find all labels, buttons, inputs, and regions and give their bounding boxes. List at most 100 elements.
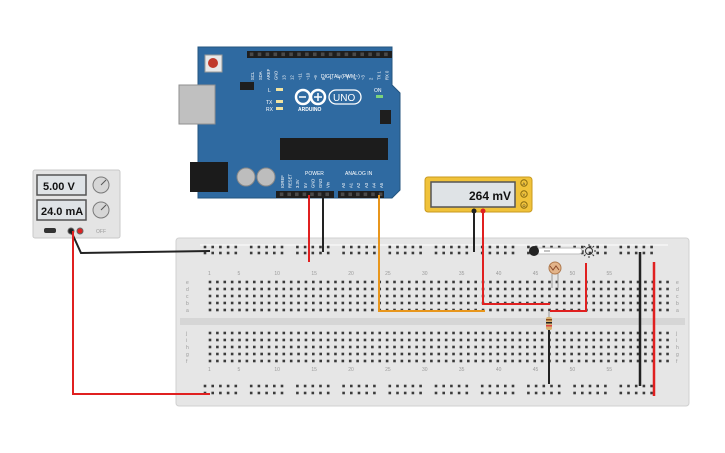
breadboard-hole[interactable] xyxy=(393,280,396,284)
breadboard-hole[interactable] xyxy=(304,352,308,356)
breadboard-hole[interactable] xyxy=(621,308,625,312)
breadboard-hole[interactable] xyxy=(526,280,529,284)
rail-hole[interactable] xyxy=(442,245,445,249)
breadboard-hole[interactable] xyxy=(607,287,610,291)
breadboard-hole[interactable] xyxy=(385,331,389,335)
breadboard-hole[interactable] xyxy=(592,345,596,349)
breadboard-hole[interactable] xyxy=(481,359,485,363)
supply-positive-terminal[interactable] xyxy=(76,227,84,235)
breadboard-hole[interactable] xyxy=(658,338,662,342)
breadboard-hole[interactable] xyxy=(658,331,662,335)
breadboard-hole[interactable] xyxy=(297,345,300,349)
breadboard-hole[interactable] xyxy=(252,345,256,349)
breadboard-hole[interactable] xyxy=(319,287,322,291)
breadboard-hole[interactable] xyxy=(437,301,441,305)
header-pin[interactable] xyxy=(340,192,345,197)
breadboard-hole[interactable] xyxy=(592,338,596,342)
breadboard-hole[interactable] xyxy=(511,359,514,363)
analog-header[interactable] xyxy=(338,191,384,198)
breadboard-hole[interactable] xyxy=(555,287,559,291)
breadboard-hole[interactable] xyxy=(489,280,492,284)
breadboard-hole[interactable] xyxy=(636,280,640,284)
rail-hole[interactable] xyxy=(511,251,515,255)
rail-hole[interactable] xyxy=(465,251,469,255)
rail-hole[interactable] xyxy=(450,245,453,249)
breadboard-hole[interactable] xyxy=(275,301,278,305)
breadboard-hole[interactable] xyxy=(252,301,256,305)
breadboard-hole[interactable] xyxy=(326,308,330,312)
rail-hole[interactable] xyxy=(496,245,499,249)
header-pin[interactable] xyxy=(371,192,375,197)
breadboard-hole[interactable] xyxy=(326,331,330,335)
breadboard-hole[interactable] xyxy=(319,301,322,305)
rail-hole[interactable] xyxy=(588,245,592,249)
breadboard-hole[interactable] xyxy=(644,294,647,298)
header-pin[interactable] xyxy=(325,192,329,197)
breadboard-hole[interactable] xyxy=(400,301,404,305)
breadboard-hole[interactable] xyxy=(437,287,441,291)
breadboard-hole[interactable] xyxy=(326,287,330,291)
rail-hole[interactable] xyxy=(411,384,415,388)
breadboard-hole[interactable] xyxy=(385,352,389,356)
digital-header[interactable] xyxy=(247,51,392,58)
breadboard-hole[interactable] xyxy=(607,301,610,305)
breadboard-hole[interactable] xyxy=(467,352,470,356)
breadboard-hole[interactable] xyxy=(592,352,596,356)
breadboard-hole[interactable] xyxy=(422,331,426,335)
breadboard-hole[interactable] xyxy=(216,345,219,349)
breadboard-hole[interactable] xyxy=(518,308,522,312)
breadboard-hole[interactable] xyxy=(341,359,345,363)
breadboard-hole[interactable] xyxy=(238,301,241,305)
breadboard-hole[interactable] xyxy=(393,345,396,349)
breadboard-hole[interactable] xyxy=(363,352,367,356)
breadboard-hole[interactable] xyxy=(363,331,367,335)
rail-hole[interactable] xyxy=(280,245,284,249)
breadboard-hole[interactable] xyxy=(289,331,293,335)
photoresistor[interactable] xyxy=(548,261,562,288)
breadboard-hole[interactable] xyxy=(607,308,610,312)
breadboard-hole[interactable] xyxy=(496,308,500,312)
breadboard-hole[interactable] xyxy=(363,287,367,291)
breadboard-hole[interactable] xyxy=(437,331,441,335)
mode-v-button[interactable] xyxy=(520,190,528,198)
breadboard-hole[interactable] xyxy=(658,345,662,349)
breadboard-hole[interactable] xyxy=(614,308,618,312)
breadboard-hole[interactable] xyxy=(467,294,470,298)
rail-hole[interactable] xyxy=(203,251,207,255)
breadboard-hole[interactable] xyxy=(348,338,352,342)
breadboard-hole[interactable] xyxy=(658,352,662,356)
breadboard-hole[interactable] xyxy=(533,331,537,335)
rail-hole[interactable] xyxy=(311,251,315,255)
breadboard-hole[interactable] xyxy=(260,280,263,284)
rail-hole[interactable] xyxy=(450,391,453,395)
breadboard-hole[interactable] xyxy=(319,338,322,342)
breadboard-hole[interactable] xyxy=(312,287,315,291)
breadboard-hole[interactable] xyxy=(518,338,522,342)
breadboard-hole[interactable] xyxy=(636,352,640,356)
breadboard-hole[interactable] xyxy=(348,359,352,363)
rail-hole[interactable] xyxy=(319,251,322,255)
breadboard-hole[interactable] xyxy=(467,338,470,342)
rail-hole[interactable] xyxy=(396,391,399,395)
rail-hole[interactable] xyxy=(280,384,284,388)
breadboard-hole[interactable] xyxy=(245,359,249,363)
breadboard-hole[interactable] xyxy=(526,345,529,349)
rail-hole[interactable] xyxy=(373,245,376,249)
breadboard-hole[interactable] xyxy=(275,338,278,342)
header-pin[interactable] xyxy=(287,192,291,197)
breadboard-hole[interactable] xyxy=(467,287,470,291)
breadboard-hole[interactable] xyxy=(444,287,448,291)
breadboard-hole[interactable] xyxy=(570,287,573,291)
breadboard-hole[interactable] xyxy=(297,308,300,312)
rail-hole[interactable] xyxy=(619,251,623,255)
rail-hole[interactable] xyxy=(265,391,268,395)
breadboard-hole[interactable] xyxy=(437,359,441,363)
rail-hole[interactable] xyxy=(219,391,222,395)
breadboard-hole[interactable] xyxy=(644,308,647,312)
breadboard-hole[interactable] xyxy=(289,280,293,284)
breadboard-hole[interactable] xyxy=(496,280,500,284)
header-pin[interactable] xyxy=(281,52,285,57)
breadboard-hole[interactable] xyxy=(275,308,278,312)
breadboard-hole[interactable] xyxy=(629,294,632,298)
